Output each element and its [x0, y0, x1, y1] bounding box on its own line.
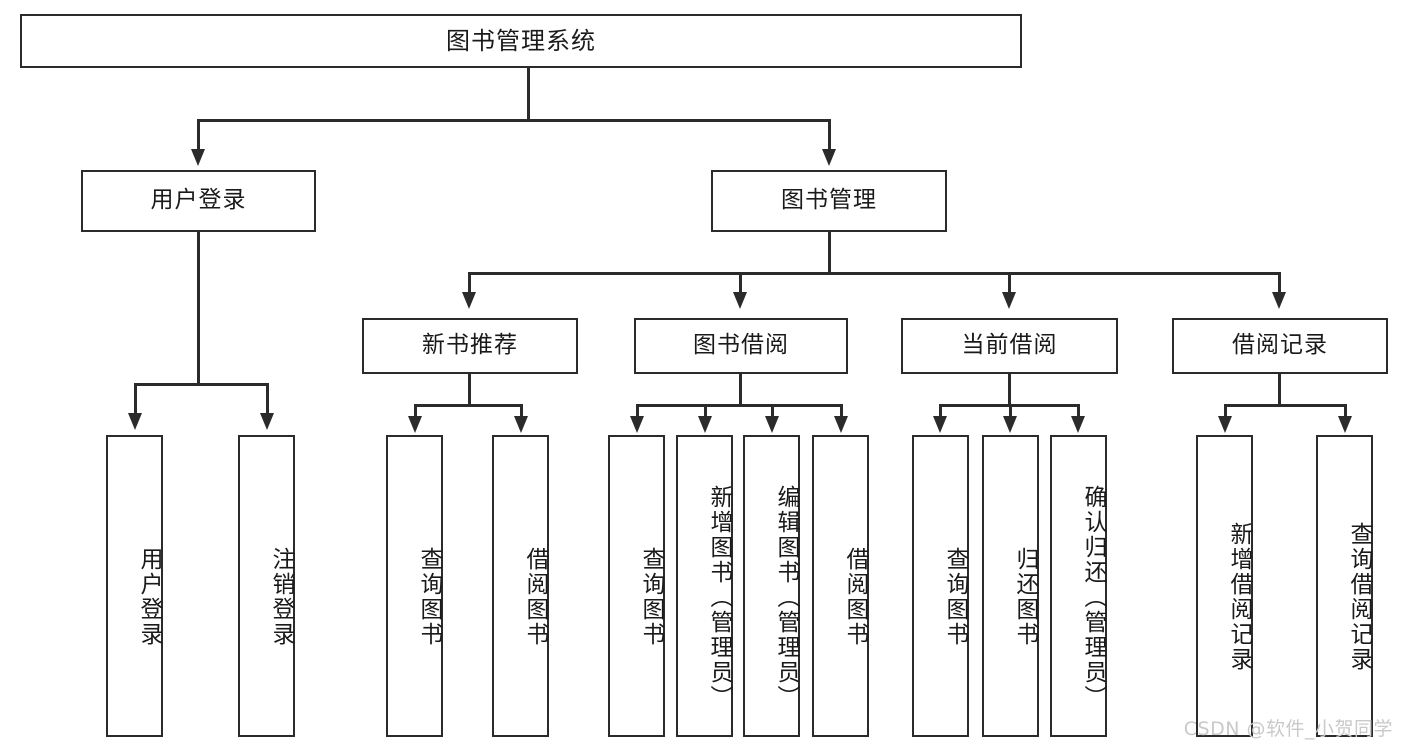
- leaf-borrow-book[interactable]: 借阅图书: [812, 435, 869, 737]
- connector-borrow-records-bar: [1224, 404, 1346, 407]
- connector-book-borrow-drop-4: [840, 404, 843, 418]
- connector-current-borrow-drop-3: [1077, 404, 1080, 418]
- connector-current-borrow-stem: [1008, 374, 1011, 406]
- arrow-to-book-mgmt: [822, 149, 836, 166]
- node-label: 借阅图书: [842, 547, 868, 647]
- node-label: 用户登录: [136, 547, 162, 647]
- connector-book-mgmt-drop-1: [468, 272, 471, 294]
- connector-user-login-drop-2: [266, 383, 269, 415]
- arrow-to-leaf-borrow-book-b: [834, 416, 848, 433]
- connector-borrow-records-stem: [1278, 374, 1281, 406]
- node-label: 查询图书: [942, 547, 968, 647]
- arrow-to-borrow-records: [1272, 292, 1286, 309]
- arrow-to-user-login: [191, 149, 205, 166]
- connector-book-mgmt-bar: [468, 272, 1280, 275]
- connector-book-borrow-drop-3: [771, 404, 774, 418]
- arrow-to-leaf-add-book: [698, 416, 712, 433]
- arrow-to-new-book-recommend: [462, 292, 476, 309]
- node-label: 图书管理系统: [446, 26, 596, 55]
- connector-book-borrow-stem: [739, 374, 742, 406]
- leaf-query-book-new-recommend[interactable]: 查询图书: [386, 435, 443, 737]
- leaf-add-borrow-record[interactable]: 新增借阅记录: [1196, 435, 1253, 737]
- arrow-to-leaf-borrow-book-a: [514, 416, 528, 433]
- node-label: 用户登录: [150, 187, 247, 214]
- connector-borrow-records-drop-2: [1344, 404, 1347, 418]
- connector-current-borrow-drop-2: [1009, 404, 1012, 418]
- arrow-to-leaf-add-borrow-record: [1218, 416, 1232, 433]
- connector-book-mgmt-stem: [828, 232, 831, 274]
- node-label: 确认归还（管理员）: [1080, 484, 1106, 710]
- leaf-query-borrow-record[interactable]: 查询借阅记录: [1316, 435, 1373, 737]
- connector-user-login-stem: [197, 232, 200, 385]
- leaf-confirm-return-admin[interactable]: 确认归还（管理员）: [1050, 435, 1107, 737]
- node-label: 查询图书: [416, 547, 442, 647]
- leaf-user-login[interactable]: 用户登录: [106, 435, 163, 737]
- arrow-to-book-borrow: [733, 292, 747, 309]
- arrow-to-leaf-query-borrow-record: [1338, 416, 1352, 433]
- node-label: 图书借阅: [693, 332, 789, 359]
- arrow-to-leaf-query-book-b: [630, 416, 644, 433]
- connector-new-book-drop-2: [520, 404, 523, 418]
- connector-borrow-records-drop-1: [1224, 404, 1227, 418]
- connector-book-mgmt-drop-3: [1008, 272, 1011, 294]
- arrow-to-leaf-edit-book: [765, 416, 779, 433]
- node-book-management[interactable]: 图书管理: [711, 170, 947, 232]
- leaf-query-book-borrow[interactable]: 查询图书: [608, 435, 665, 737]
- node-current-borrow[interactable]: 当前借阅: [901, 318, 1118, 374]
- connector-new-book-drop-1: [414, 404, 417, 418]
- connector-book-borrow-drop-1: [636, 404, 639, 418]
- leaf-add-book-admin[interactable]: 新增图书（管理员）: [676, 435, 733, 737]
- node-label: 新增借阅记录: [1226, 522, 1252, 672]
- node-label: 借阅图书: [522, 547, 548, 647]
- node-root-system[interactable]: 图书管理系统: [20, 14, 1022, 68]
- connector-user-login-bar: [134, 383, 268, 386]
- leaf-borrow-book-new-recommend[interactable]: 借阅图书: [492, 435, 549, 737]
- node-label: 借阅记录: [1232, 332, 1328, 359]
- node-label: 图书管理: [781, 187, 877, 214]
- leaf-return-book[interactable]: 归还图书: [982, 435, 1039, 737]
- node-label: 查询图书: [638, 547, 664, 647]
- leaf-logout[interactable]: 注销登录: [238, 435, 295, 737]
- node-label: 当前借阅: [961, 332, 1058, 359]
- node-label: 注销登录: [268, 547, 294, 647]
- arrow-to-leaf-user-login: [128, 413, 142, 430]
- node-new-book-recommend[interactable]: 新书推荐: [362, 318, 578, 374]
- connector-user-login-drop-1: [134, 383, 137, 415]
- node-label: 新增图书（管理员）: [706, 484, 732, 710]
- node-user-login[interactable]: 用户登录: [81, 170, 316, 232]
- node-borrow-records[interactable]: 借阅记录: [1172, 318, 1388, 374]
- connector-root-to-book-mgmt: [828, 119, 831, 151]
- connector-new-book-stem: [468, 374, 471, 406]
- connector-new-book-bar: [414, 404, 522, 407]
- connector-book-mgmt-drop-2: [739, 272, 742, 294]
- arrow-to-leaf-query-book-a: [408, 416, 422, 433]
- arrow-to-leaf-confirm-return: [1071, 416, 1085, 433]
- connector-root-to-user-login: [197, 119, 200, 151]
- node-label: 归还图书: [1012, 547, 1038, 647]
- node-label: 新书推荐: [422, 332, 518, 359]
- connector-current-borrow-drop-1: [939, 404, 942, 418]
- connector-book-borrow-drop-2: [704, 404, 707, 418]
- arrow-to-leaf-query-book-c: [933, 416, 947, 433]
- arrow-to-leaf-return-book: [1003, 416, 1017, 433]
- arrow-to-current-borrow: [1002, 292, 1016, 309]
- node-label: 查询借阅记录: [1346, 522, 1372, 672]
- connector-book-mgmt-drop-4: [1278, 272, 1281, 294]
- arrow-to-leaf-logout: [260, 413, 274, 430]
- connector-book-borrow-bar: [636, 404, 841, 407]
- leaf-edit-book-admin[interactable]: 编辑图书（管理员）: [743, 435, 800, 737]
- connector-root-bar: [197, 119, 830, 122]
- leaf-query-book-current[interactable]: 查询图书: [912, 435, 969, 737]
- connector-root-stem: [527, 68, 530, 120]
- node-book-borrow[interactable]: 图书借阅: [634, 318, 848, 374]
- node-label: 编辑图书（管理员）: [773, 484, 799, 710]
